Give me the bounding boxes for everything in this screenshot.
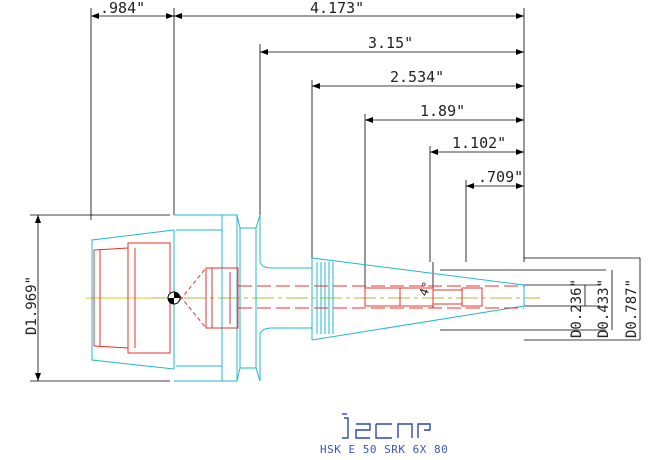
logo-text: iscar: [380, 433, 383, 435]
dim-text-984: .984": [100, 0, 145, 17]
internal-bore: [93, 242, 239, 354]
dim-text-709: .709": [478, 168, 523, 186]
dim-text-d1969: D1.969": [24, 276, 40, 335]
dimension-lines: [30, 8, 641, 382]
dim-text-angle: 4°: [416, 280, 434, 298]
coolant-channel: [238, 285, 524, 309]
dim-text-2534: 2.534": [390, 68, 444, 86]
dim-text-189: 1.89": [420, 102, 465, 120]
shank-bore: [364, 287, 483, 307]
drawing-caption: HSK E 50 SRK 6X 80: [320, 443, 448, 456]
dim-text-1102: 1.102": [452, 134, 506, 152]
dim-text-d0236: D0.236": [569, 279, 585, 338]
dim-text-4173: 4.173": [310, 0, 364, 17]
iscar-logo: iscar: [342, 413, 431, 439]
dim-text-d0787: D0.787": [624, 279, 640, 338]
arrowheads: [35, 13, 524, 381]
center-marker: [167, 291, 181, 305]
dim-text-315: 3.15": [368, 34, 413, 52]
holder-outline: [91, 214, 525, 382]
dim-text-d0433: D0.433": [596, 279, 612, 338]
